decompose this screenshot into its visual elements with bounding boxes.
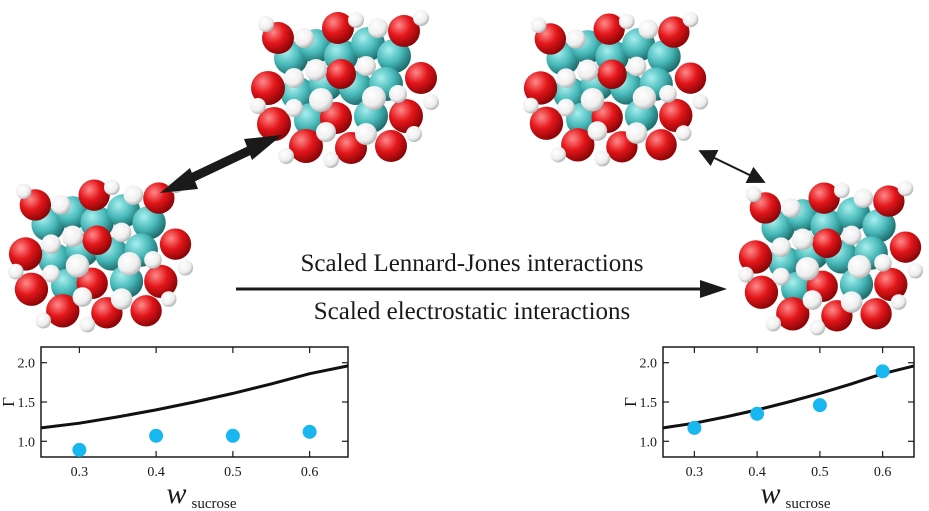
- data-point: [750, 406, 765, 421]
- model-curve: [40, 364, 349, 430]
- weak-interaction-arrow-icon: [698, 149, 766, 184]
- data-point: [302, 424, 317, 439]
- molecule-right-bottom: [737, 180, 924, 336]
- x-tick-label: 0.4: [748, 465, 766, 480]
- molecule-left-top: [250, 10, 439, 168]
- molecule-left-bottom: [7, 177, 194, 333]
- y-tick-label: 1.0: [640, 435, 658, 450]
- y-tick-label: 2.0: [18, 357, 36, 372]
- strong-interaction-arrow-icon: [160, 135, 282, 193]
- model-curve: [662, 364, 915, 430]
- transform-label-lj: Scaled Lennard-Jones interactions: [301, 250, 644, 277]
- y-axis-label: Γ: [0, 397, 18, 407]
- x-tick-label: 0.3: [686, 465, 704, 480]
- y-tick-label: 1.5: [18, 396, 36, 411]
- x-tick-label: 0.5: [224, 465, 242, 480]
- x-tick-label: 0.3: [71, 465, 89, 480]
- x-tick-label: 0.5: [811, 465, 829, 480]
- x-axis-label-subscript: sucrose: [192, 496, 237, 511]
- transform-arrow-icon: [236, 280, 727, 298]
- data-point: [149, 428, 164, 443]
- x-axis-label-subscript: sucrose: [786, 496, 831, 511]
- data-point: [72, 442, 87, 457]
- transform-label-elec: Scaled electrostatic interactions: [314, 298, 631, 325]
- y-tick-label: 2.0: [640, 357, 658, 372]
- data-point: [812, 398, 827, 413]
- y-tick-label: 1.0: [18, 435, 36, 450]
- x-tick-label: 0.6: [874, 465, 892, 480]
- chart-left: 0.3 0.4 0.5 0.6 1.0 1.5 2.0Γw sucrose: [0, 346, 349, 511]
- data-point: [225, 428, 240, 443]
- x-axis-label: w: [166, 477, 186, 510]
- x-tick-label: 0.6: [301, 465, 319, 480]
- x-tick-label: 0.4: [147, 465, 165, 480]
- data-point: [875, 364, 890, 379]
- y-tick-label: 1.5: [640, 396, 658, 411]
- molecule-right-top: [522, 11, 709, 167]
- data-point: [687, 420, 702, 435]
- y-axis-label: Γ: [621, 397, 640, 407]
- x-axis-label: w: [760, 477, 780, 510]
- chart-right: 0.3 0.4 0.5 0.6 1.0 1.5 2.0Γw sucrose: [621, 346, 915, 511]
